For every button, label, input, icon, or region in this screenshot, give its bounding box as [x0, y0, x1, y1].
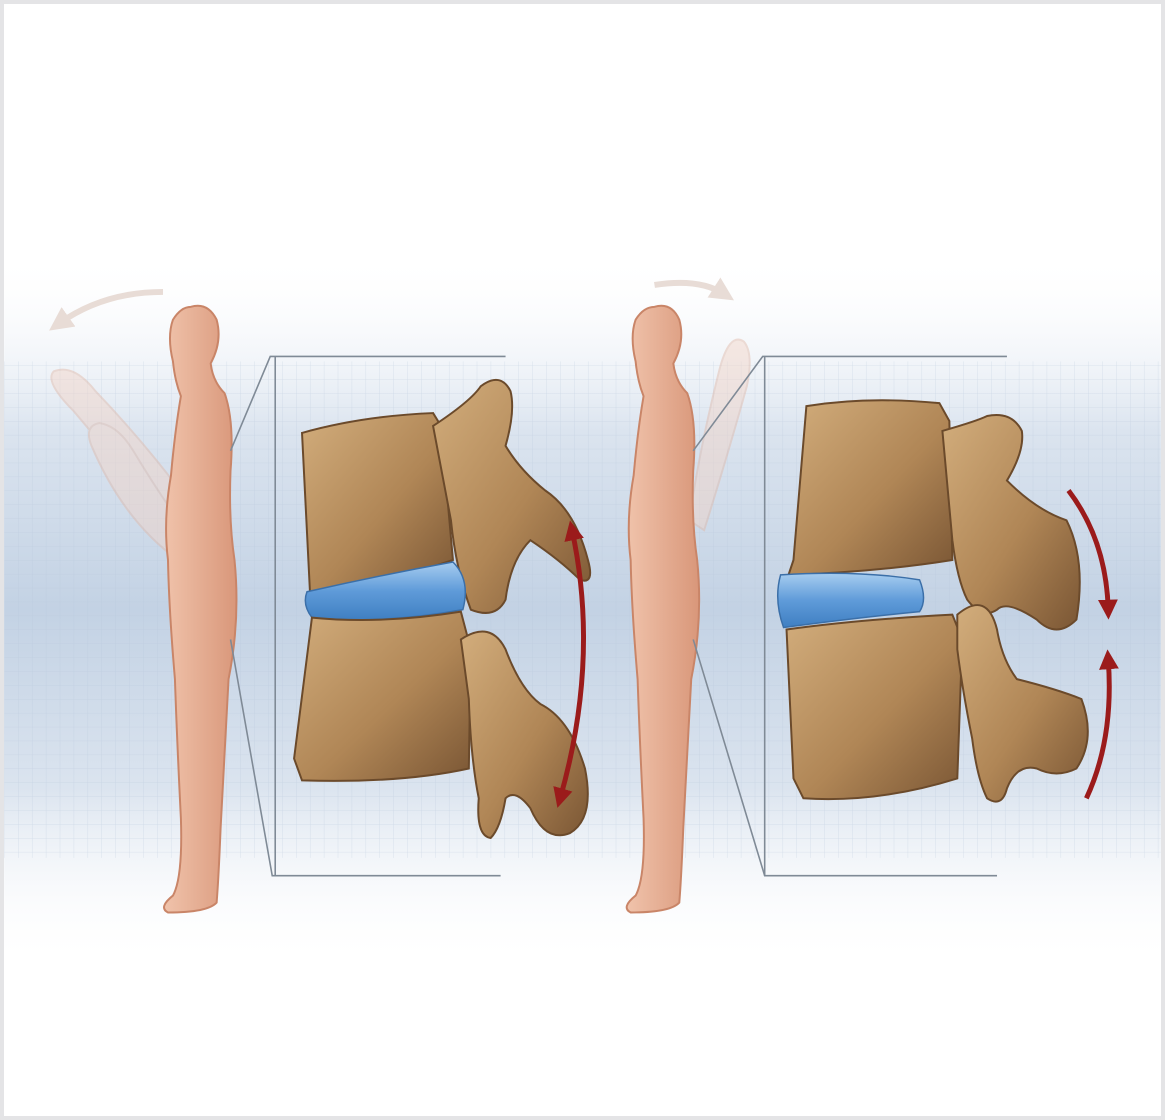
spine-motion-illustration [4, 4, 1161, 1116]
